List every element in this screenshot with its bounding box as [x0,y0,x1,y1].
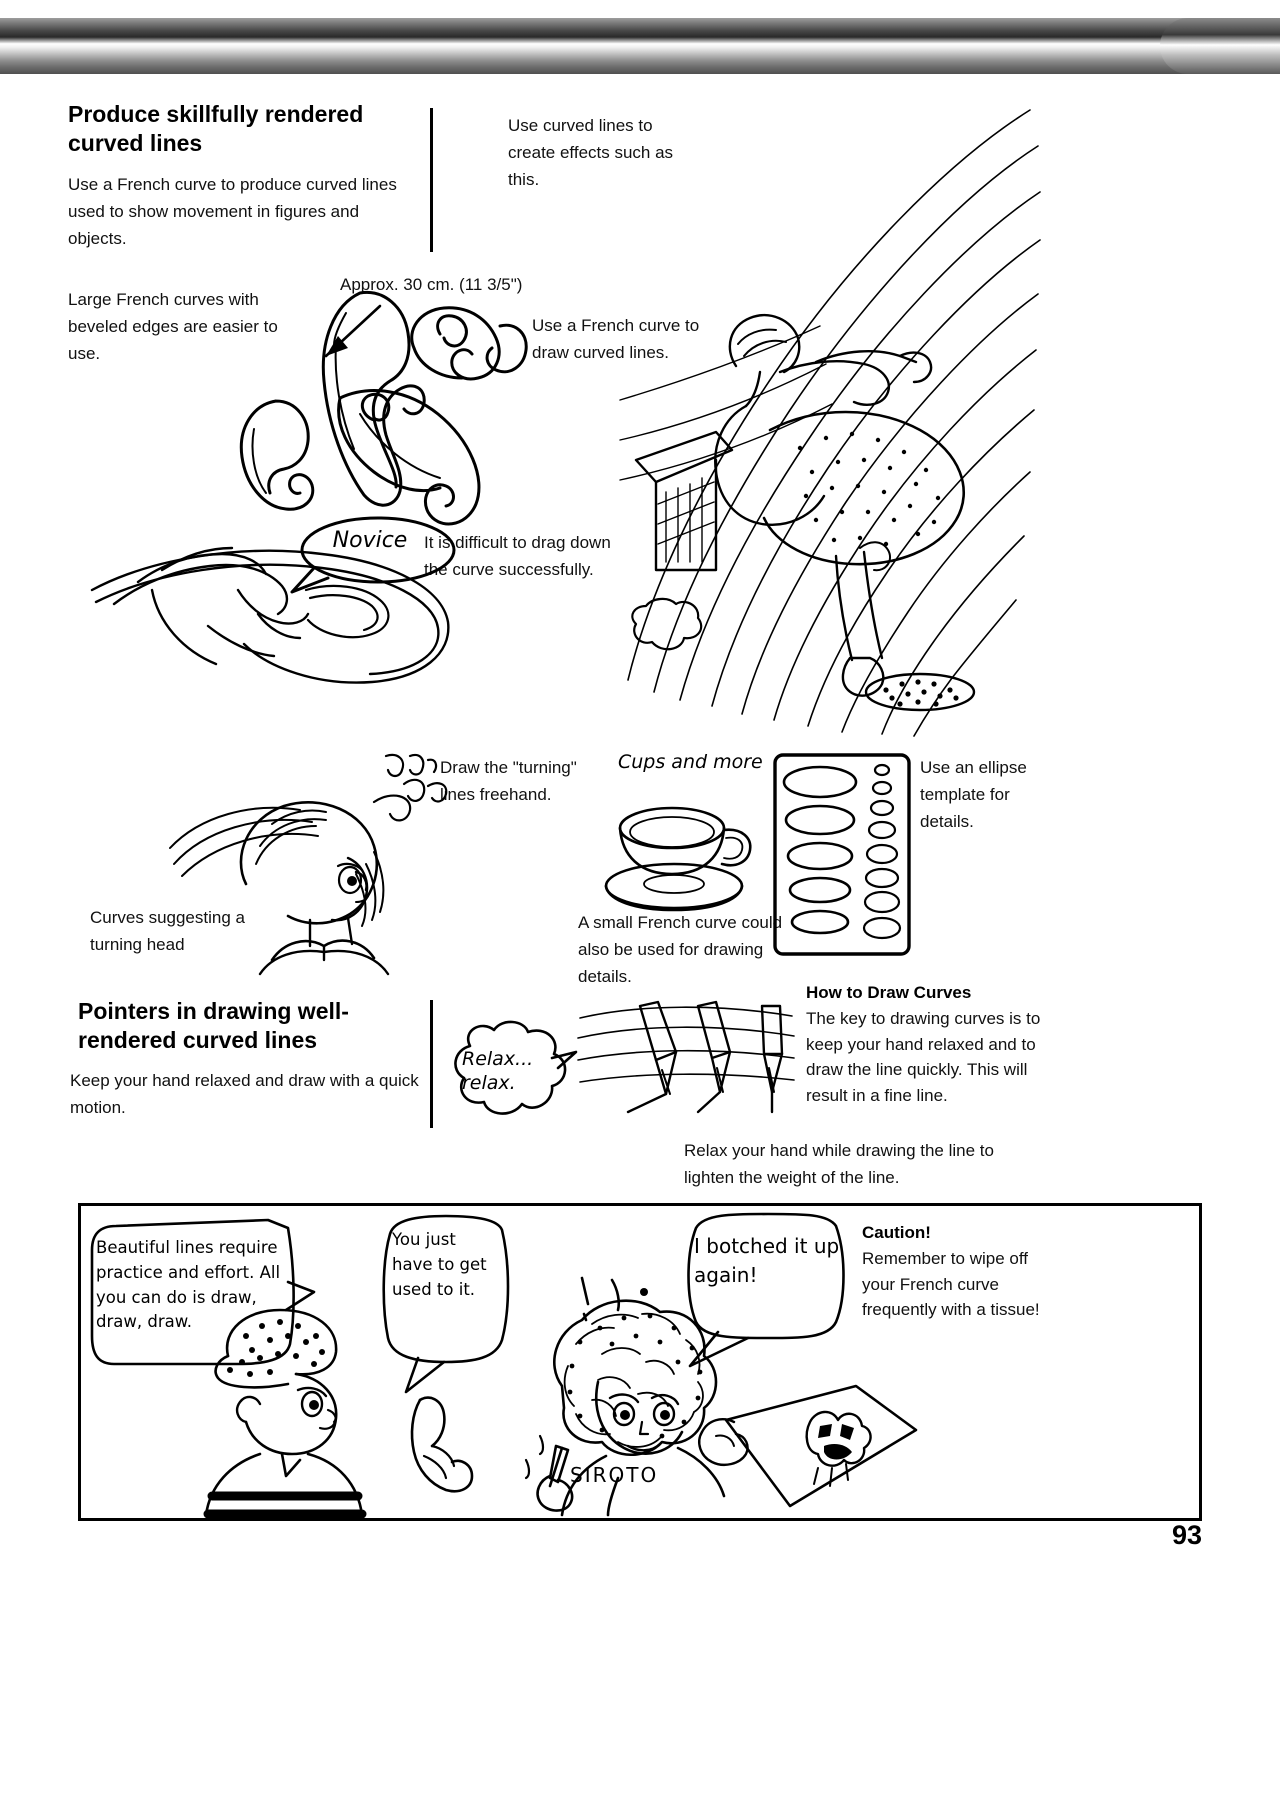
measure-label: Approx. 30 cm. (11 3/5") [340,275,523,294]
callout-small-french-curve: A small French curve could also be used … [578,913,783,986]
comic-boy-illustration [203,1308,367,1519]
ellipse-template-illustration [773,753,911,956]
callout-use-french-curve: Use a French curve to draw curved lines. [532,316,700,362]
comic-bubble-3-shape [687,1212,845,1368]
measure-arrow-icon [324,304,382,358]
page-title: Produce skillfully rendered curved lines [68,101,364,156]
comic-pointing-hand-icon [410,1396,474,1493]
bubble-relax-label: Relax... relax. [462,1048,534,1094]
hand-on-curve-illustration [90,546,450,684]
page-subtitle: Pointers in drawing well-rendered curved… [78,998,349,1053]
intro-paragraph-2: Keep your hand relaxed and draw with a q… [70,1071,419,1117]
french-curve-small-icon [239,399,315,511]
teacup-illustration [604,806,752,912]
relax-bubble-shape [454,1020,578,1115]
novice-bubble-shape [290,516,456,594]
howto-title: How to Draw Curves [806,983,972,1002]
turning-head-illustration [169,778,448,976]
page-number: 93 [1171,1520,1202,1550]
column-divider-bottom [430,1000,433,1128]
note-large-curves: Large French curves with beveled edges a… [68,290,278,363]
callout-effects: Use curved lines to create effects such … [508,116,674,189]
intro-paragraph-1: Use a French curve to produce curved lin… [68,175,397,248]
comic-bubble-2-shape [382,1214,510,1394]
label-cups-and-more: Cups and more [618,751,763,773]
flying-girl-illustration [619,109,1041,737]
comic-sketch-label: SIROTO [570,1463,659,1487]
pens-drawing-illustration [577,1000,795,1114]
turning-motion-lines-icon [384,753,438,778]
comic-bubble-3-text: I botched it up again! [694,1234,840,1287]
bubble-novice-label: Novice [332,528,408,553]
metallic-bar-tip [1160,18,1280,74]
comic-bubble-1-shape [90,1218,316,1366]
comic-bubble-2-text: You just have to get used to it. [392,1230,487,1299]
caution-title: Caution! [862,1223,931,1242]
french-curve-medium-icon [410,306,528,381]
page-top-decoration [0,0,1280,90]
relax-note: Relax your hand while drawing the line t… [684,1141,994,1187]
callout-difficult-drag: It is difficult to drag down the curve s… [424,533,611,579]
callout-ellipse-template: Use an ellipse template for details. [920,758,1027,831]
caution-body: Remember to wipe off your French curve f… [862,1249,1040,1319]
comic-bubble-1-text: Beautiful lines require practice and eff… [96,1238,281,1332]
comic-girl-illustration [524,1276,726,1517]
caption-turning-head: Curves suggesting a turning head [90,908,245,954]
comic-girl-hand-icon [698,1418,749,1466]
french-curve-angled-icon [337,389,481,526]
column-divider-top [430,108,433,252]
metallic-bar [0,18,1280,74]
comic-sketch-paper-illustration [724,1384,918,1508]
howto-body: The key to drawing curves is to keep you… [806,1009,1041,1105]
callout-turning-lines: Draw the "turning" lines freehand. [440,758,577,804]
